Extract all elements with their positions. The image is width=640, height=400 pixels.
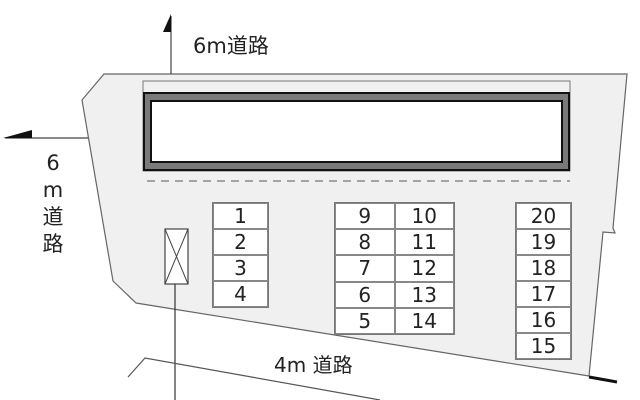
parking-space[interactable]: 9 <box>335 203 395 230</box>
arrow-up-icon <box>163 14 171 32</box>
parking-space[interactable]: 12 <box>394 255 454 282</box>
parking-space[interactable]: 5 <box>335 307 395 334</box>
west-road-label: 6 m 道 路 <box>42 151 64 256</box>
parking-space[interactable]: 4 <box>213 281 268 307</box>
frontage-edge <box>588 375 618 384</box>
parking-space[interactable]: 8 <box>335 229 395 256</box>
parking-space[interactable]: 6 <box>335 281 395 308</box>
parking-space[interactable]: 3 <box>213 255 268 281</box>
parking-space[interactable]: 7 <box>335 255 395 282</box>
south-road-line <box>127 357 381 400</box>
parking-space[interactable]: 2 <box>213 229 268 255</box>
arrow-left-icon <box>3 130 32 138</box>
building-inner <box>150 100 563 163</box>
parking-space[interactable]: 19 <box>516 229 571 255</box>
parking-space[interactable]: 1 <box>213 203 268 229</box>
parking-space[interactable]: 14 <box>394 307 454 334</box>
north-road-label: 6m道路 <box>193 34 269 58</box>
parking-space[interactable]: 17 <box>516 281 571 307</box>
parking-space[interactable]: 13 <box>394 281 454 308</box>
south-road-label: 4m 道路 <box>274 353 353 377</box>
parking-space[interactable]: 18 <box>516 255 571 281</box>
parking-space[interactable]: 20 <box>516 203 571 229</box>
parking-space[interactable]: 11 <box>394 229 454 256</box>
parking-group-left: 1 2 3 4 <box>212 202 269 308</box>
parking-group-right: 20 19 18 17 16 15 <box>515 202 572 360</box>
parking-space[interactable]: 10 <box>394 203 454 230</box>
parking-space[interactable]: 15 <box>516 333 571 359</box>
parking-group-middle: 9 8 7 6 5 10 11 12 13 14 <box>334 202 455 335</box>
parking-space[interactable]: 16 <box>516 307 571 333</box>
